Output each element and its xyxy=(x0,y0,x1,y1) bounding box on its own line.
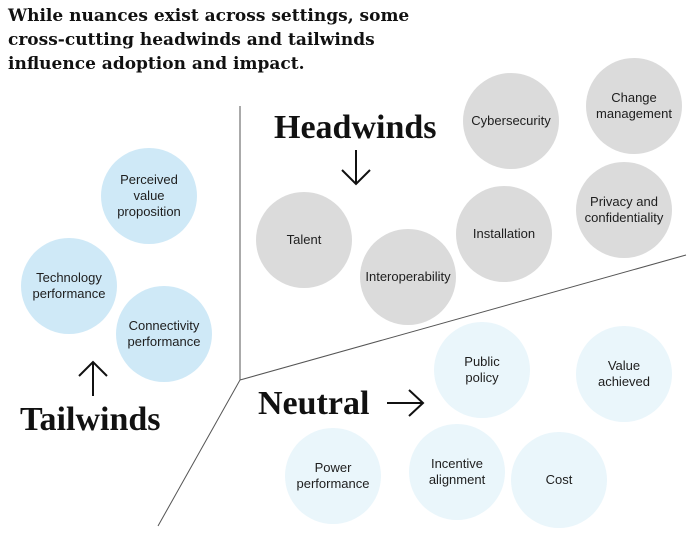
neutral-power-performance: Power performance xyxy=(285,428,381,524)
page-title: While nuances exist across settings, som… xyxy=(8,6,410,74)
arrow-down-icon xyxy=(341,150,371,186)
neutral-public-policy: Public policy xyxy=(434,322,530,418)
headwind-privacy-and-confidentiality: Privacy and confidentiality xyxy=(576,162,672,258)
divider-right xyxy=(239,254,687,381)
neutral-value-achieved: Value achieved xyxy=(576,326,672,422)
neutral-cost: Cost xyxy=(511,432,607,528)
headwind-installation: Installation xyxy=(456,186,552,282)
tailwind-technology-performance: Technology performance xyxy=(21,238,117,334)
headwind-talent: Talent xyxy=(256,192,352,288)
headwind-interoperability: Interoperability xyxy=(360,229,456,325)
tailwind-connectivity-performance: Connectivity performance xyxy=(116,286,212,382)
arrow-up-icon xyxy=(78,360,108,396)
divider-bottom xyxy=(157,379,241,527)
headwinds-heading: Headwinds xyxy=(274,109,437,146)
neutral-incentive-alignment: Incentive alignment xyxy=(409,424,505,520)
tailwind-perceived-value-proposition: Perceived value proposition xyxy=(101,148,197,244)
headwind-cybersecurity: Cybersecurity xyxy=(463,73,559,169)
arrow-right-icon xyxy=(387,389,425,417)
headwind-change-management: Change management xyxy=(586,58,682,154)
tailwinds-heading: Tailwinds xyxy=(20,401,161,438)
neutral-heading: Neutral xyxy=(258,385,370,422)
